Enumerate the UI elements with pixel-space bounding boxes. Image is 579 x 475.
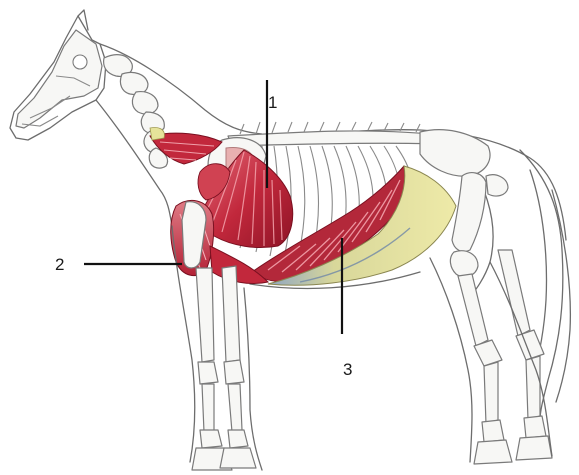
callout-label-2: 2: [55, 256, 64, 273]
skull: [16, 30, 102, 128]
spine: [228, 122, 442, 146]
cervical-vertebrae: [104, 55, 168, 168]
callout-label-3: 3: [343, 361, 352, 378]
hindlimbs: [430, 250, 552, 464]
callout-label-1: 1: [268, 94, 277, 111]
